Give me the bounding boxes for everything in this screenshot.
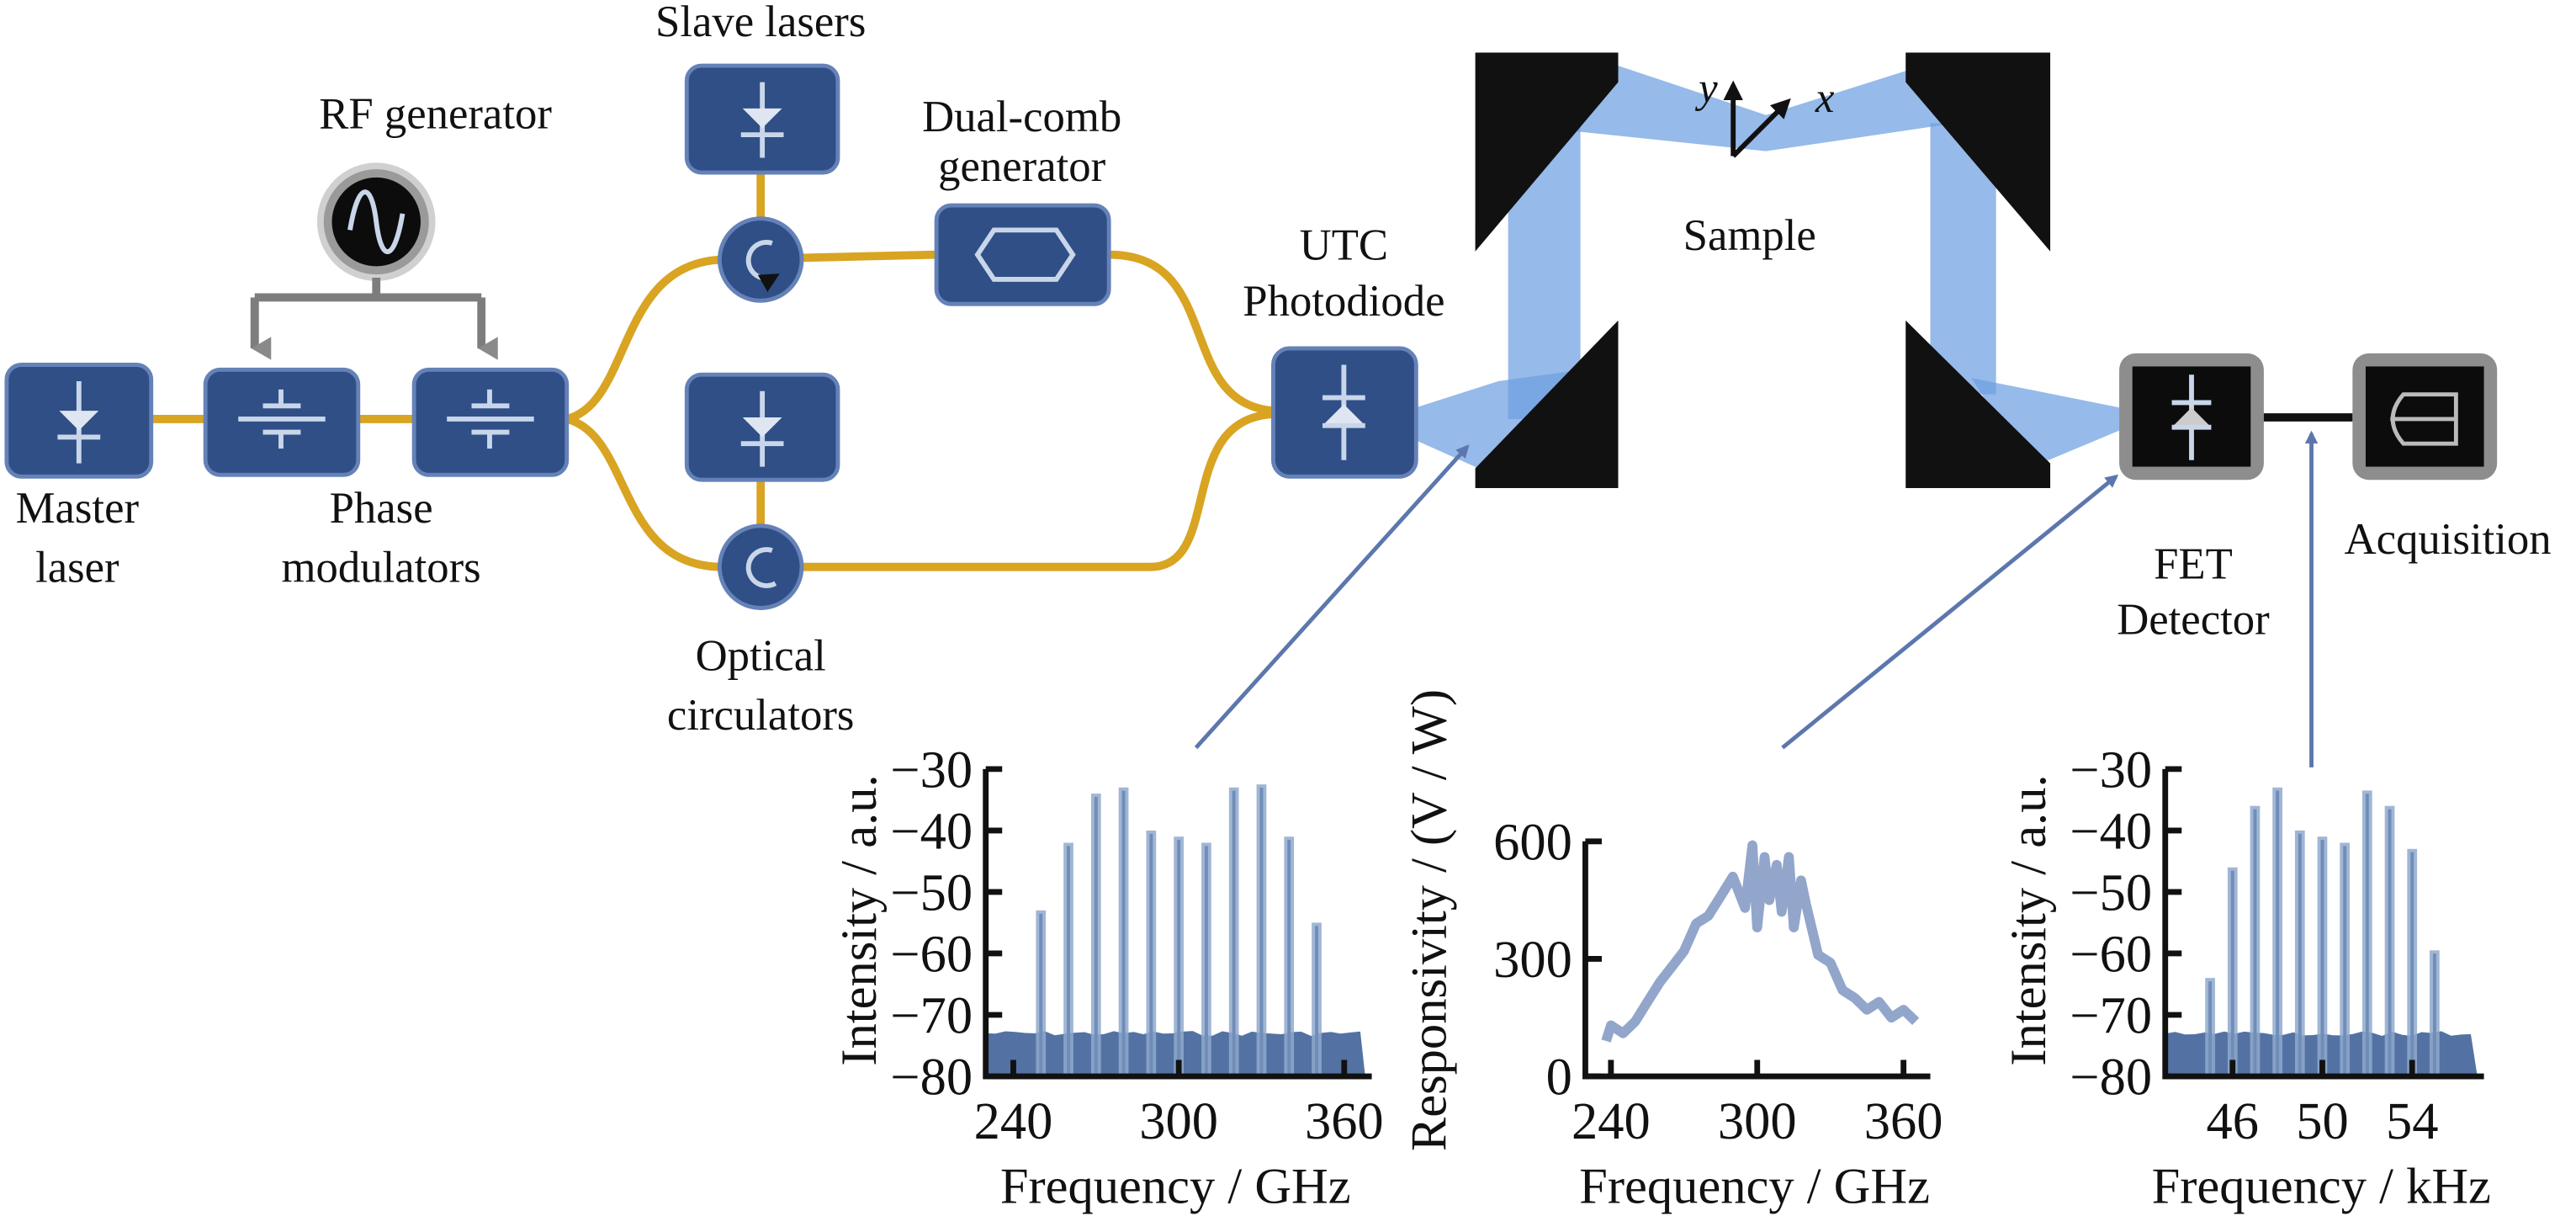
y-axis-title: Intensity / a.u. xyxy=(831,774,888,1065)
laser-diode-icon xyxy=(740,82,784,158)
rf-generator-label: RF generator xyxy=(319,89,552,138)
mirror-lower-left xyxy=(1475,320,1619,488)
mirror-upper-left xyxy=(1475,52,1619,252)
fiber-lower-branch xyxy=(562,415,1154,571)
y-tick-label: −60 xyxy=(2070,924,2152,983)
x-tick-label: 240 xyxy=(974,1091,1053,1150)
y-tick-label: −70 xyxy=(890,985,973,1044)
fet-detector xyxy=(2119,353,2264,481)
y-tick-label: −30 xyxy=(890,740,973,799)
sample-label: Sample xyxy=(1683,211,1816,260)
x-axis-title: Frequency / kHz xyxy=(2152,1158,2491,1214)
dual-comb-label-1: Dual-comb xyxy=(922,93,1121,141)
fiber-lower-to-utc xyxy=(1146,410,1278,571)
fet-label-1: FET xyxy=(2154,539,2233,588)
phase-modulators-label-2: modulators xyxy=(281,543,480,592)
optical-circulators-label-2: circulators xyxy=(667,691,855,740)
phase-modulator-icon xyxy=(238,389,326,449)
dual-comb-label-2: generator xyxy=(938,142,1105,191)
phase-modulator-2 xyxy=(411,367,570,477)
y-tick-label: −40 xyxy=(890,801,973,860)
utc-label-1: UTC xyxy=(1300,221,1388,270)
optical-circulator-2 xyxy=(717,523,804,610)
y-tick-label: 600 xyxy=(1493,812,1572,871)
y-tick-label: −70 xyxy=(2070,985,2152,1044)
y-axis-title: Responsivity / (V / W) xyxy=(1401,689,1457,1151)
x-tick-label: 360 xyxy=(1864,1091,1943,1150)
sample-axes: y x Sample xyxy=(1683,64,1835,260)
photodiode-icon xyxy=(2171,374,2212,460)
axis-x-label: x xyxy=(1815,74,1835,121)
y-tick-label: −50 xyxy=(890,863,973,921)
y-tick-label: −40 xyxy=(2070,801,2152,860)
axis-y-label: y xyxy=(1694,64,1718,111)
dual-comb-generator xyxy=(934,203,1111,306)
y-tick-label: −50 xyxy=(2070,863,2152,921)
phase-modulator-1 xyxy=(203,367,361,477)
responsivity-curve xyxy=(1601,840,1920,1043)
laser-diode-icon xyxy=(740,390,784,467)
phase-modulator-icon xyxy=(447,389,534,449)
x-tick-label: 360 xyxy=(1305,1091,1384,1150)
slave-laser-1 xyxy=(684,63,840,175)
callout-arrow-utc-spectrum xyxy=(1194,444,1470,750)
laser-diode-icon xyxy=(57,381,101,464)
circulator-icon xyxy=(745,240,780,292)
optical-circulators-label-1: Optical xyxy=(696,632,826,681)
x-tick-label: 54 xyxy=(2386,1091,2438,1150)
acquisition-icon xyxy=(2390,392,2458,446)
y-tick-label: −30 xyxy=(2070,740,2152,799)
acquisition-unit xyxy=(2352,353,2498,481)
rf-generator: RF generator xyxy=(250,89,552,348)
utc-label-2: Photodiode xyxy=(1243,277,1444,326)
x-axis-arrow xyxy=(1731,98,1791,158)
x-tick-label: 46 xyxy=(2207,1091,2259,1150)
phase-modulators-label-1: Phase xyxy=(330,484,433,533)
slave-lasers-label: Slave lasers xyxy=(655,0,866,46)
y-axis-title: Intensity / a.u. xyxy=(2001,774,2057,1065)
x-axis-title: Frequency / GHz xyxy=(1579,1158,1930,1214)
x-tick-label: 240 xyxy=(1572,1091,1651,1150)
photodiode-icon xyxy=(1322,364,1365,460)
y-tick-label: 300 xyxy=(1493,930,1572,989)
fiber-upper-branch xyxy=(562,250,941,423)
y-tick-label: 0 xyxy=(1546,1048,1572,1107)
hexagon-waveguide-icon xyxy=(974,227,1076,282)
y-tick-label: −80 xyxy=(890,1048,973,1107)
acquisition-label: Acquisition xyxy=(2345,515,2552,564)
mirror-upper-right xyxy=(1905,52,2051,252)
x-tick-label: 300 xyxy=(1718,1091,1797,1150)
fiber-comb-to-utc xyxy=(1105,250,1278,416)
x-tick-label: 300 xyxy=(1139,1091,1218,1150)
y-tick-label: −80 xyxy=(2070,1048,2152,1107)
x-axis-title: Frequency / GHz xyxy=(1000,1158,1351,1214)
master-laser-label-1: Master xyxy=(16,484,140,533)
x-tick-label: 50 xyxy=(2296,1091,2348,1150)
circulator-icon xyxy=(745,547,777,588)
rf-feed-lines xyxy=(250,278,481,348)
y-tick-label: −60 xyxy=(890,924,973,983)
master-laser: Master laser xyxy=(4,363,154,592)
master-laser-label-2: laser xyxy=(35,543,119,592)
slave-laser-2 xyxy=(684,372,840,482)
fet-label-2: Detector xyxy=(2117,596,2270,645)
callout-arrow-fet-responsivity xyxy=(1781,474,2119,750)
mirror-lower-right xyxy=(1905,320,2051,488)
utc-photodiode xyxy=(1270,346,1418,479)
optical-circulator-1 xyxy=(717,216,804,303)
